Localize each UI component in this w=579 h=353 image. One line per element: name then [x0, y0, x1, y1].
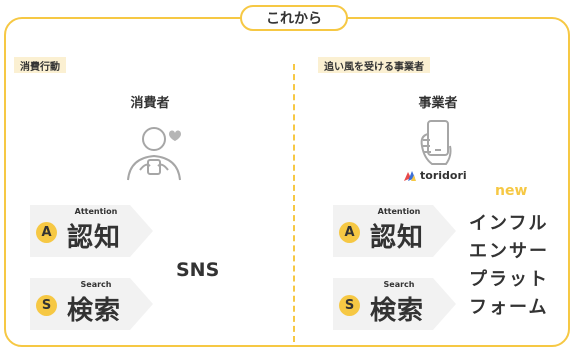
search-badge: S: [36, 295, 57, 316]
toridori-logo-icon: [404, 170, 416, 181]
right-tag: 追い風を受ける事業者: [318, 57, 430, 73]
brand-name: toridori: [420, 169, 467, 182]
left-heading: 消費者: [130, 96, 170, 111]
platform-line: フォーム: [469, 297, 549, 318]
platform-line: インフル: [469, 213, 549, 234]
right-heading: 事業者: [418, 96, 458, 111]
column-divider: [293, 64, 295, 342]
search-badge: S: [339, 295, 360, 316]
search-label-en: Search: [80, 280, 112, 289]
search-label-jp: 検索: [370, 296, 425, 326]
attention-label-en: Attention: [74, 207, 118, 216]
right-search-step: S Search 検索: [333, 278, 456, 330]
attention-badge: A: [36, 222, 57, 243]
platform-line: プラット: [469, 269, 549, 290]
search-label-en: Search: [383, 280, 415, 289]
left-attention-step: A Attention 認知: [30, 205, 153, 257]
right-attention-step: A Attention 認知: [333, 205, 456, 257]
attention-badge: A: [339, 222, 360, 243]
diagram-title: これから: [240, 5, 348, 31]
sns-label: SNS: [176, 259, 220, 281]
person-phone-heart-icon: [127, 127, 181, 181]
platform-line: エンサー: [469, 241, 549, 262]
influencer-platform-label: インフル エンサー プラット フォーム: [469, 210, 567, 322]
new-label: new: [495, 183, 528, 199]
left-search-step: S Search 検索: [30, 278, 153, 330]
left-tag: 消費行動: [14, 57, 66, 73]
attention-label-jp: 認知: [67, 223, 122, 253]
attention-label-jp: 認知: [370, 223, 425, 253]
search-label-jp: 検索: [67, 296, 122, 326]
hand-phone-icon: [420, 120, 452, 165]
attention-label-en: Attention: [377, 207, 421, 216]
toridori-brand: toridori: [403, 169, 467, 182]
